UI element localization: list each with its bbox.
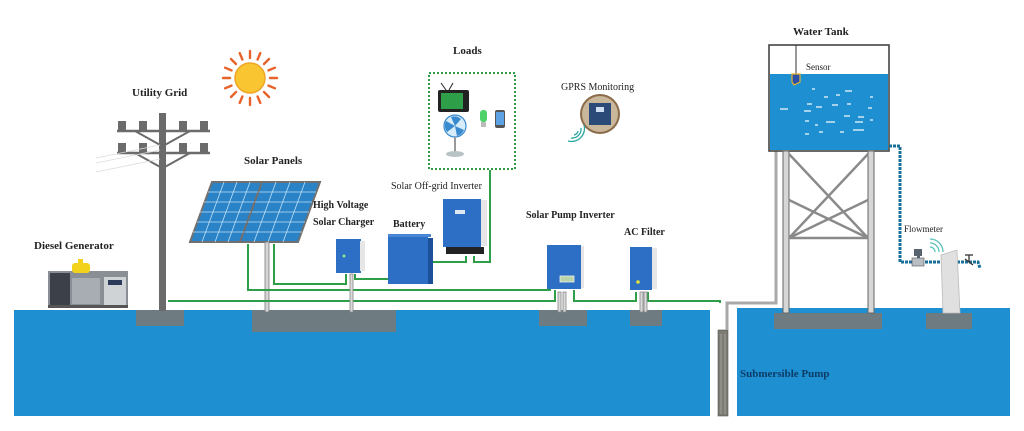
label-loads: Loads	[453, 45, 482, 57]
phone-icon	[495, 110, 505, 128]
sensor-icon	[791, 45, 801, 86]
flowmeter-icon	[911, 238, 944, 267]
foundation-flowmeter	[926, 313, 972, 329]
loads-box	[428, 72, 516, 170]
wire-panels-to-charger	[273, 244, 347, 285]
foundation-pole	[136, 310, 184, 326]
diesel-generator-icon	[48, 259, 128, 308]
label-ac-filter: AC Filter	[624, 227, 665, 238]
solar-charger-icon	[336, 239, 365, 273]
fan-icon	[443, 114, 467, 157]
label-solar-charger: Solar Charger	[313, 217, 375, 228]
label-water-tank: Water Tank	[793, 26, 849, 38]
label-solar-pump-inverter: Solar Pump Inverter	[526, 210, 615, 221]
foundation-pump-inverter	[539, 310, 587, 326]
label-utility-grid: Utility Grid	[132, 87, 188, 99]
borehole	[710, 303, 737, 417]
ac-filter-icon	[630, 247, 657, 290]
wire-charger-to-battery	[354, 274, 390, 280]
wire-battery-to-offgrid	[430, 256, 467, 263]
foundation-panels	[252, 310, 396, 332]
offgrid-inverter-icon	[443, 199, 487, 254]
gprs-monitor-icon	[567, 94, 620, 143]
label-sensor: Sensor	[806, 62, 831, 72]
bulb-icon	[480, 110, 487, 127]
wire-offgrid-to-loads	[473, 170, 491, 263]
label-gprs-monitoring: GPRS Monitoring	[561, 82, 635, 93]
battery-icon	[388, 234, 433, 284]
tv-icon	[438, 82, 469, 112]
label-solar-panels: Solar Panels	[244, 155, 303, 167]
label-submersible-pump: Submersible Pump	[740, 368, 830, 380]
label-battery: Battery	[393, 219, 426, 230]
foundation-ac-filter	[630, 310, 662, 326]
label-high-voltage: High Voltage	[313, 200, 369, 211]
utility-pole-icon	[95, 113, 210, 311]
wire-grid-to-pump-inverter	[168, 290, 556, 302]
foundation-tower	[774, 313, 882, 329]
label-diesel-generator: Diesel Generator	[34, 240, 114, 252]
solar-panels-icon	[188, 181, 322, 313]
pump-inverter-icon	[547, 245, 584, 289]
outlet-pipe	[889, 144, 982, 269]
hydrant-column-icon	[940, 249, 974, 314]
label-flowmeter: Flowmeter	[904, 224, 943, 234]
label-solar-offgrid-inverter: Solar Off-grid Inverter	[391, 181, 482, 192]
sun-icon	[221, 49, 279, 107]
wiring	[168, 170, 721, 335]
wire-pump-inverter-to-ac-filter	[573, 290, 637, 302]
water-tower-icon	[768, 44, 890, 314]
